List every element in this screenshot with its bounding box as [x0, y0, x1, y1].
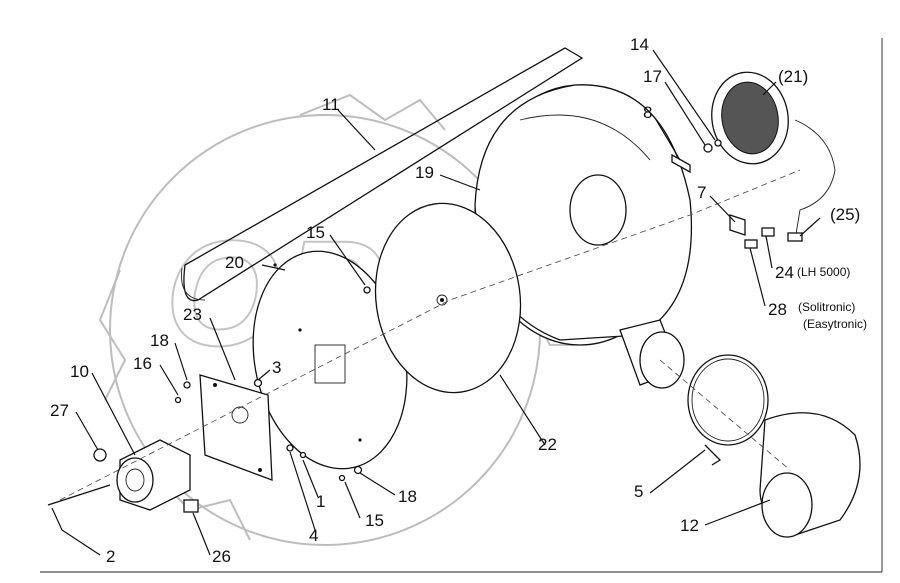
label-part-11: 11: [322, 95, 340, 114]
label-part-21: (21): [778, 67, 808, 86]
nut-part-4: [286, 444, 294, 452]
nut-part-14: [714, 139, 722, 147]
label-part-23: 23: [183, 305, 202, 324]
screw-part-15-bottom: [338, 474, 346, 482]
nut-part-3: [253, 378, 263, 388]
hose-axis: [659, 359, 791, 471]
label-part-14: 14: [630, 35, 649, 54]
grille-part-21: [711, 71, 789, 165]
label-part-15-top: 15: [306, 223, 325, 242]
label-part-16: 16: [133, 354, 152, 373]
label-part-17: 17: [643, 67, 662, 86]
label-part-2: 2: [106, 547, 115, 566]
label-part-18-top: 18: [150, 331, 169, 350]
bracket-part-7: [729, 214, 746, 236]
callout-labels: 11 14 17 8 (21) 19 7 (25) 15 24 (LH 5000…: [50, 35, 867, 566]
label-part-19: 19: [415, 163, 434, 182]
label-part-24: 24: [775, 263, 794, 282]
label-part-4: 4: [309, 526, 318, 545]
hose-part-12: [759, 412, 861, 538]
label-part-15-bottom: 15: [365, 511, 384, 530]
connector-part-25: [787, 232, 803, 242]
hose-clamp-part-5: [687, 354, 769, 466]
label-part-20: 20: [225, 253, 244, 272]
motor-bracket-part-23: [199, 374, 273, 481]
label-part-18-bottom: 18: [398, 487, 417, 506]
label-part-28: 28: [768, 300, 787, 319]
leader-lines: [51, 49, 821, 556]
label-part-7: 7: [697, 183, 706, 202]
sensor-part-24: [761, 227, 775, 237]
note-easytronic: (Easytronic): [803, 317, 867, 331]
washer-part-18-top: [183, 381, 191, 389]
clip-part-26: [183, 499, 199, 513]
bracket-part-8: [671, 153, 691, 174]
label-part-8: 8: [643, 103, 652, 122]
note-lh5000: (LH 5000): [797, 265, 850, 279]
sensor-cable-part-25: [794, 119, 836, 241]
label-part-22: 22: [538, 435, 557, 454]
grommet-part-27: [93, 448, 107, 462]
label-part-3: 3: [272, 358, 281, 377]
assembly-axis: [59, 169, 801, 501]
cover-sheet-part-11: [181, 47, 584, 302]
bolt-part-2: [47, 484, 111, 506]
small-hardware: [47, 139, 803, 513]
screw-part-1: [299, 451, 307, 459]
sensor-part-28: [744, 239, 758, 249]
impeller-disc-part-22: [374, 202, 522, 394]
washer-part-18-bottom: [353, 465, 363, 475]
label-part-27: 27: [50, 401, 69, 420]
label-part-1: 1: [316, 492, 325, 511]
motor-part-10: [116, 439, 191, 511]
label-part-26: 26: [212, 547, 231, 566]
nut-part-16: [174, 396, 182, 404]
label-part-10: 10: [70, 362, 89, 381]
label-part-25: (25): [830, 205, 860, 224]
screw-part-15-top: [363, 286, 371, 294]
label-part-5: 5: [634, 482, 643, 501]
label-part-12: 12: [680, 516, 699, 535]
note-solitronic: (Solitronic): [798, 300, 855, 314]
fan-housing-part-19: [474, 84, 693, 389]
screw-part-17: [703, 143, 713, 153]
